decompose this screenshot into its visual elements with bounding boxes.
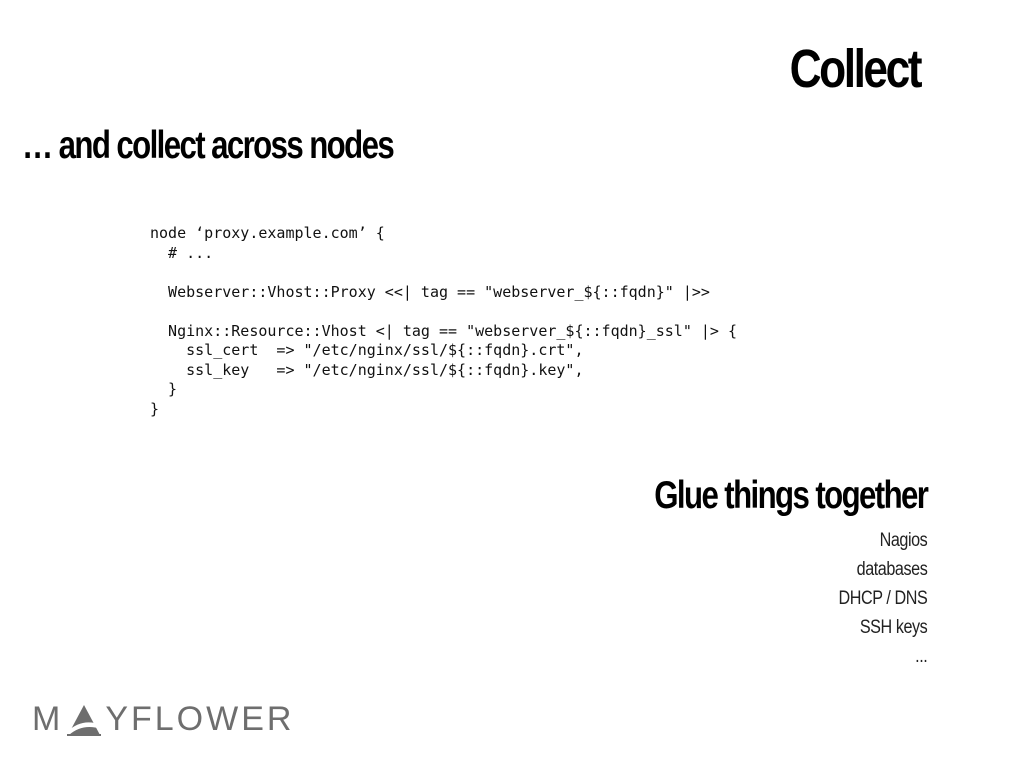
code-line xyxy=(150,302,737,322)
code-line: ssl_key => "/etc/nginx/ssl/${::fqdn}.key… xyxy=(150,360,584,379)
code-line: } xyxy=(150,399,160,418)
code-line: # ... xyxy=(150,243,214,262)
code-line: Webserver::Vhost::Proxy <<| tag == "webs… xyxy=(150,282,710,301)
glue-item-ssh-keys: SSH keys xyxy=(859,617,927,638)
slide-subtitle: … and collect across nodes xyxy=(22,124,395,167)
code-line: ssl_cert => "/etc/nginx/ssl/${::fqdn}.cr… xyxy=(150,341,584,359)
slide-title: Collect xyxy=(789,39,923,99)
logo-text-start: M xyxy=(32,700,64,738)
glue-list: Nagios databases DHCP / DNS SSH keys ... xyxy=(586,526,927,671)
glue-item-databases: databases xyxy=(856,559,927,580)
glue-item-more: ... xyxy=(914,646,928,667)
glue-section: Glue things together Nagios databases DH… xyxy=(586,474,929,671)
code-line: Nginx::Resource::Vhost <| tag == "webser… xyxy=(150,321,737,340)
code-block: node ‘proxy.example.com’ { # ... Webserv… xyxy=(150,224,737,419)
glue-heading: Glue things together xyxy=(653,474,929,517)
code-line: } xyxy=(150,380,178,398)
code-line xyxy=(150,263,737,283)
glue-item-dhcp-dns: DHCP / DNS xyxy=(838,588,927,609)
logo-text-end: YFLOWER xyxy=(105,700,295,738)
glue-item-nagios: Nagios xyxy=(879,530,927,551)
mayflower-logo: M YFLOWER xyxy=(32,700,294,739)
code-line: node ‘proxy.example.com’ { xyxy=(150,224,385,242)
mayflower-sail-icon xyxy=(65,702,103,738)
